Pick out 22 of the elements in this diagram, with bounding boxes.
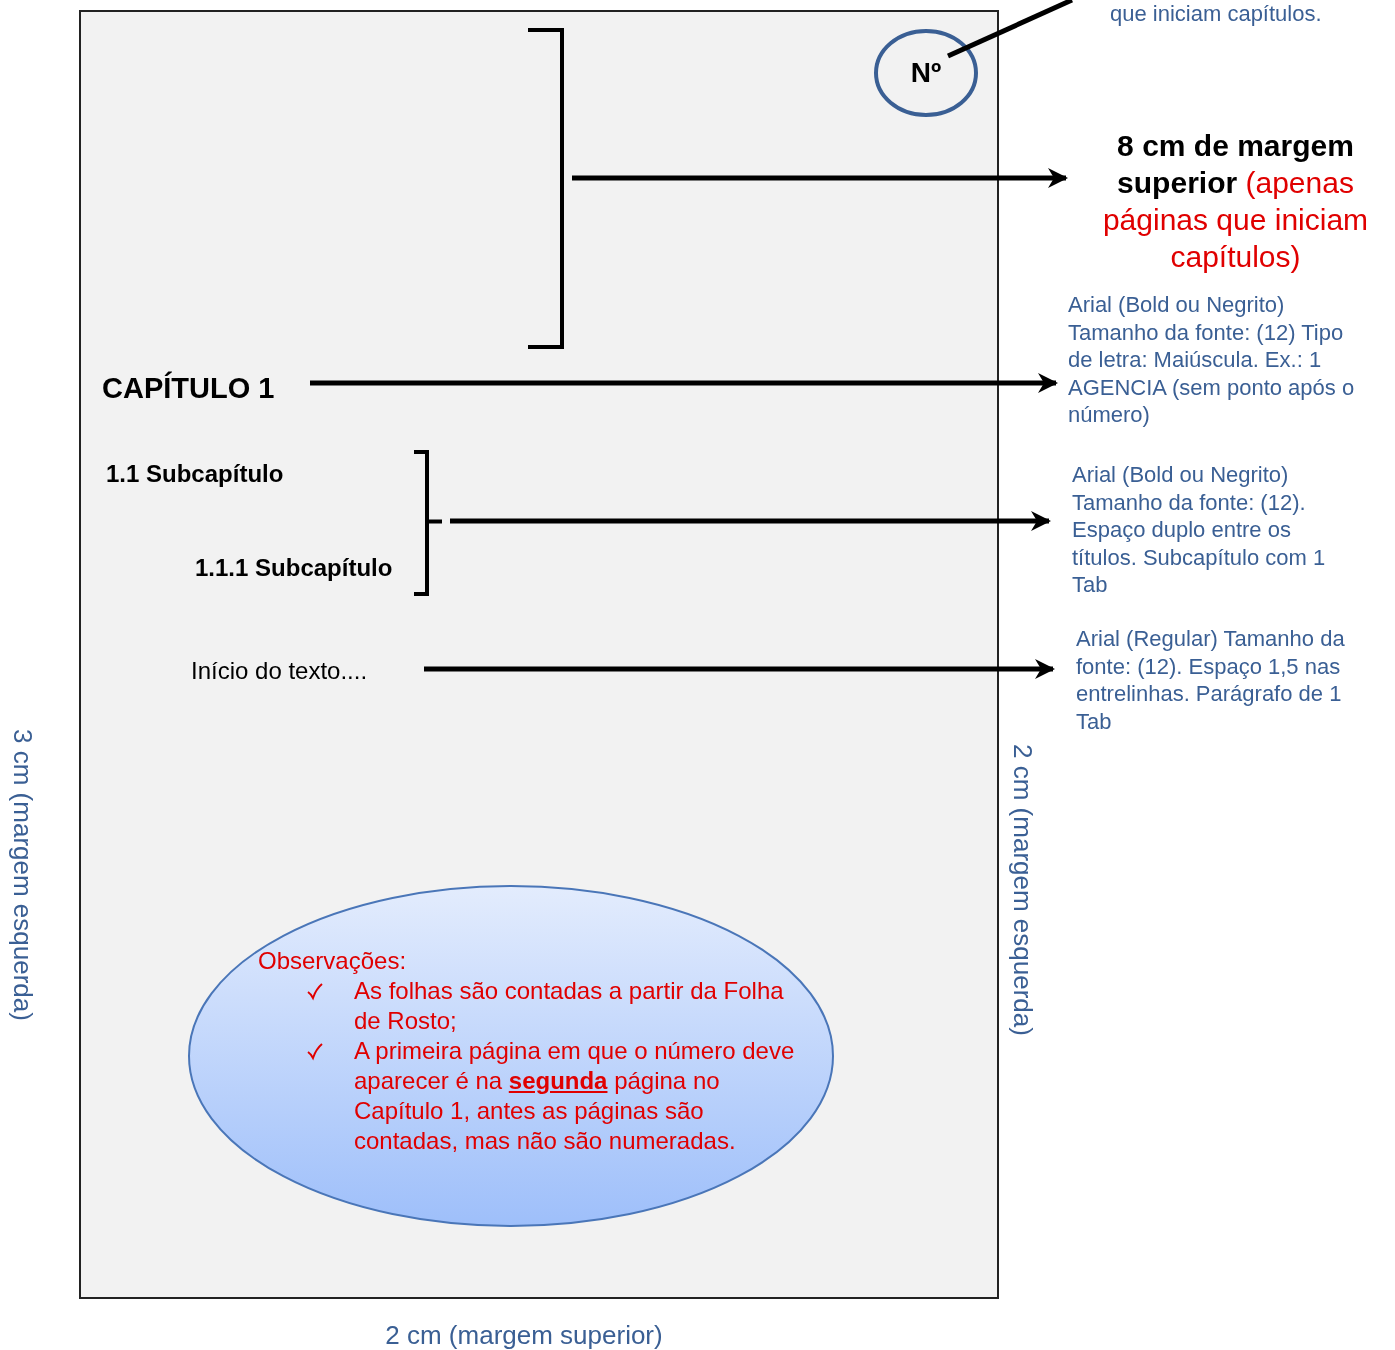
dimension-label: 3 cm (margem esquerda) <box>6 729 38 1021</box>
heading-text: CAPÍTULO 1 <box>102 372 275 405</box>
arrow <box>424 659 1055 679</box>
note-text: A primeira página em que o número deve aparecer é na segunda página no Capítulo 1, antes as páginas são contadas, mas não são numeradas. <box>354 1037 795 1154</box>
arrow <box>572 168 1068 188</box>
heading-text: 1.1.1 Subcapítulo <box>195 554 393 582</box>
annotation-text: 8 cm de margem superior (apenas páginas que iniciam capítulos) <box>1088 127 1383 275</box>
arrow <box>310 373 1058 393</box>
annotation-text: Arial (Bold ou Negrito) Tamanho da fonte: (12). Espaço duplo entre os títulos. Subcapítulo com 1 Tab <box>1072 461 1342 599</box>
leader-line <box>946 0 1074 59</box>
heading-text: 1.1 Subcapítulo <box>106 460 284 488</box>
annotation-text: que iniciam capítulos. <box>1110 0 1322 28</box>
body-text: Início do texto.... <box>191 657 368 685</box>
dimension-label: 2 cm (margem superior) <box>385 1319 663 1350</box>
note-heading: Observações: <box>258 947 407 974</box>
annotation-text: Arial (Bold ou Negrito) Tamanho da fonte: (12) Tipo de letra: Maiúscula. Ex.: 1 AGENCIA (sem ponto após o número) <box>1068 291 1373 429</box>
page-number-circle: Nº <box>874 29 978 117</box>
dimension-label: 2 cm (margem esquerda) <box>1006 744 1038 1036</box>
annotation-text: Arial (Regular) Tamanho da fonte: (12). Espaço 1,5 nas entrelinhas. Parágrafo de 1 Tab <box>1076 625 1371 735</box>
note-text: As folhas são contadas a partir da Folha de Rosto; <box>354 977 784 1034</box>
arrow <box>450 511 1051 531</box>
page-outline <box>79 10 999 1299</box>
